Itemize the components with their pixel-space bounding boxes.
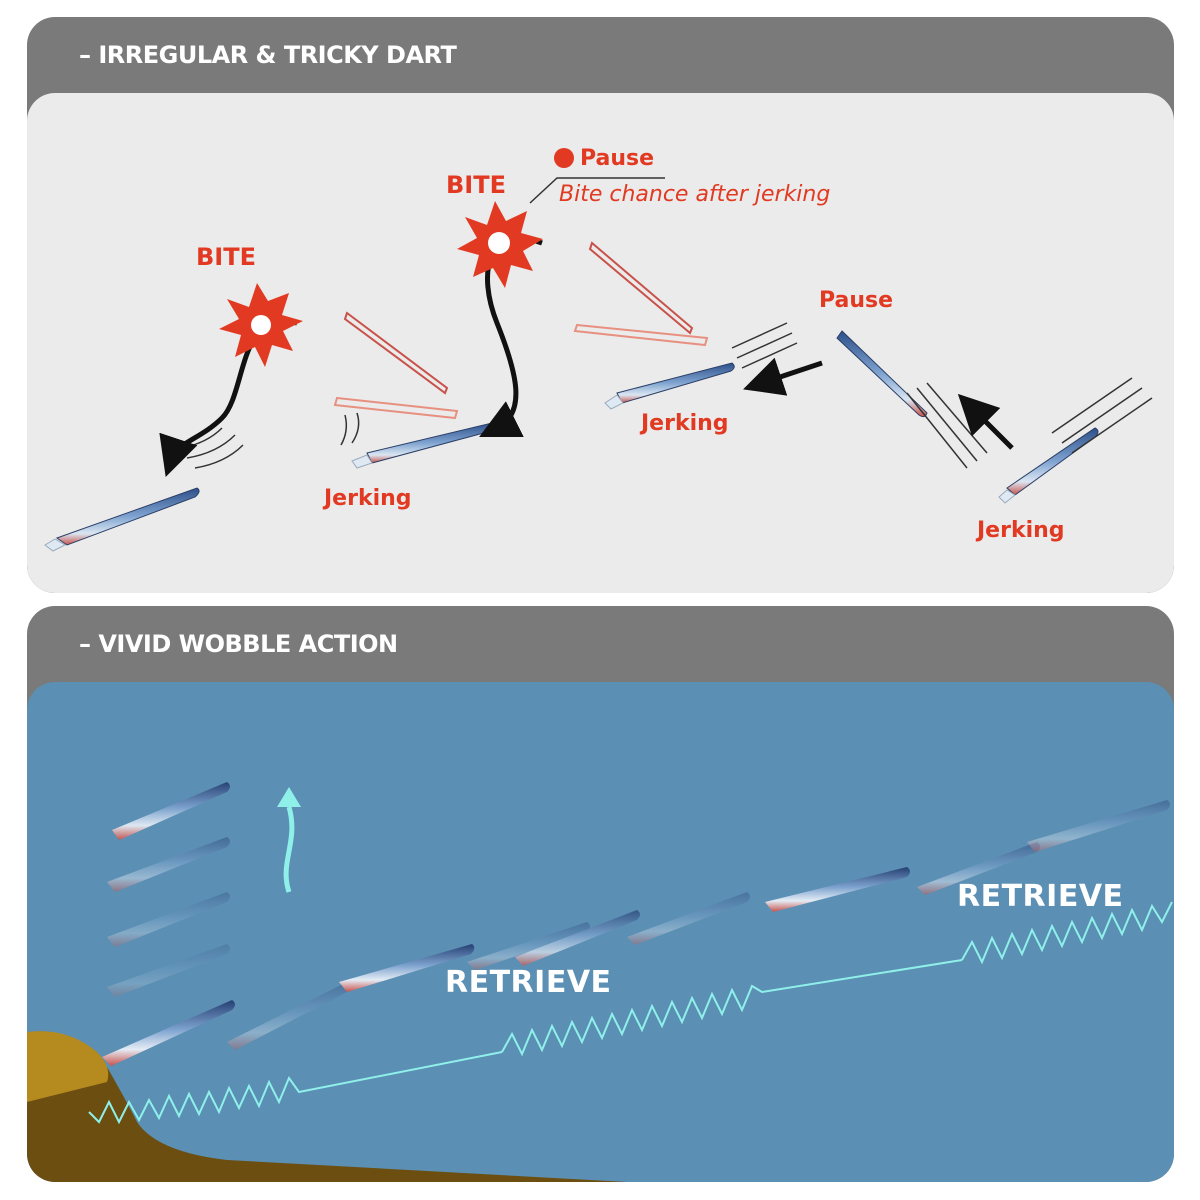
motion-lines-2 (340, 412, 360, 446)
jerking-label-2: Jerking (641, 411, 729, 436)
pause-note-connector (529, 177, 665, 204)
pause-label-2: Pause (819, 288, 894, 313)
dart-action-illustration: BITE BITE Pause Bite chance after jerkin… (27, 93, 1174, 593)
wobble-action-graphic (27, 782, 1173, 1182)
lure-3 (604, 362, 735, 410)
top-panel-title: – IRREGULAR & TRICKY DART (79, 41, 457, 69)
ground-slope (27, 1032, 627, 1182)
motion-lines-3 (731, 322, 798, 369)
lure-5 (998, 427, 1099, 504)
motion-lines-1 (181, 427, 244, 469)
arrow-left (743, 357, 823, 396)
retrieve-zigzag-2 (501, 959, 963, 1057)
top-panel: – IRREGULAR & TRICKY DART (27, 17, 1174, 593)
arrow-up-left (957, 393, 1014, 450)
motion-lines-5 (1051, 377, 1153, 454)
pause-label-main: Pause (580, 146, 655, 171)
ghost-lures-2 (573, 241, 709, 347)
bottom-panel-title: – VIVID WOBBLE ACTION (79, 630, 398, 658)
retrieve-zigzag-3 (961, 901, 1173, 965)
rise-arrow (283, 806, 295, 893)
rising-lures (107, 782, 230, 997)
bottom-panel: – VIVID WOBBLE ACTION (27, 606, 1174, 1182)
jerking-label-3: Jerking (977, 518, 1065, 543)
bite-label-1: BITE (196, 243, 256, 271)
lure-4 (836, 330, 928, 418)
jerking-label-1: Jerking (324, 486, 412, 511)
motion-lines-4 (906, 382, 988, 469)
retrieve-lures (102, 800, 1170, 1066)
retrieve-zigzag-1 (88, 1051, 503, 1125)
lure-1 (44, 487, 200, 552)
bite-label-2: BITE (446, 171, 506, 199)
pause-note: Bite chance after jerking (559, 182, 831, 207)
wobble-action-illustration: RETRIEVE RETRIEVE (27, 682, 1174, 1182)
pause-dot (554, 148, 574, 168)
lure-2 (351, 422, 495, 469)
retrieve-label-1: RETRIEVE (445, 965, 612, 1000)
dart-action-graphic (44, 148, 1153, 552)
retrieve-label-2: RETRIEVE (957, 879, 1124, 914)
ghost-lures-1 (333, 311, 459, 420)
